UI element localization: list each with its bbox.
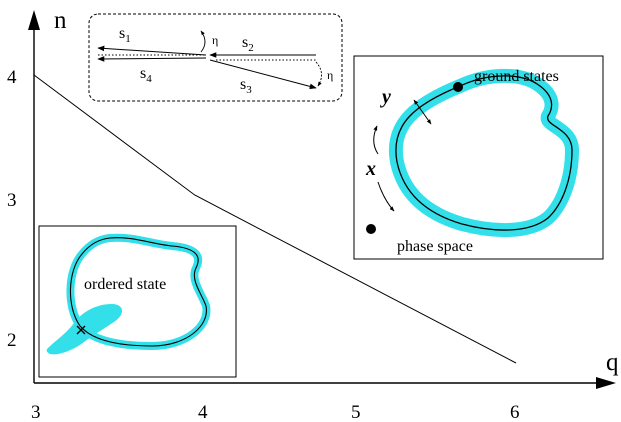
vector-s1-label: s1 xyxy=(119,25,131,45)
vector-s4-arrow xyxy=(97,56,207,62)
ordered-state-curve xyxy=(69,237,207,347)
x-tick-labels: 3 4 5 6 xyxy=(31,402,520,422)
ground-states-label: ground states xyxy=(474,68,559,85)
ordered-state-label: ordered state xyxy=(84,276,166,293)
vector-s3-arrow xyxy=(209,59,317,90)
y-direction-arrow xyxy=(413,99,432,125)
x-tick-label-6: 6 xyxy=(510,402,520,422)
vector-s4-label: s4 xyxy=(140,65,152,85)
eta-right-label: η xyxy=(327,68,333,82)
y-tick-labels: 4 3 2 xyxy=(7,67,17,351)
y-axis-arrow xyxy=(28,10,40,30)
eta-top-label: η xyxy=(212,33,218,47)
ground-state-dot xyxy=(453,82,463,92)
y-direction-label: y xyxy=(380,86,391,108)
vector-s3-label: s3 xyxy=(240,76,252,96)
ordered-state-inset: ordered state xyxy=(38,225,237,378)
x-tick-label-5: 5 xyxy=(351,402,361,422)
x-direction-arrow-lower xyxy=(377,181,395,212)
vector-s1-arrow xyxy=(97,45,207,56)
ordered-state-marker xyxy=(76,325,86,335)
phase-space-inset: ground states phase space y x xyxy=(353,55,604,260)
ground-state-curve xyxy=(395,75,573,231)
y-axis-label: n xyxy=(54,7,67,34)
x-tick-label-3: 3 xyxy=(31,402,41,422)
y-tick-label-3: 3 xyxy=(7,190,17,211)
y-tick-label-2: 2 xyxy=(7,330,17,351)
vector-inset-frame xyxy=(88,13,343,102)
phase-boundary-line xyxy=(33,74,517,364)
x-tick-label-4: 4 xyxy=(198,402,208,422)
x-direction-label: x xyxy=(365,158,376,180)
phase-space-label: phase space xyxy=(397,238,473,255)
y-tick-label-4: 4 xyxy=(7,67,17,88)
vector-s2-label: s2 xyxy=(242,34,254,54)
eta-top-arc xyxy=(200,30,206,53)
x-axis-arrow xyxy=(596,377,616,389)
vector-inset: s1 s4 η s2 s3 η xyxy=(88,13,343,102)
x-direction-arrow-upper xyxy=(373,125,379,155)
eta-right-arc xyxy=(315,61,322,87)
phase-space-dot xyxy=(366,224,376,234)
x-axis-label: q xyxy=(606,349,619,376)
